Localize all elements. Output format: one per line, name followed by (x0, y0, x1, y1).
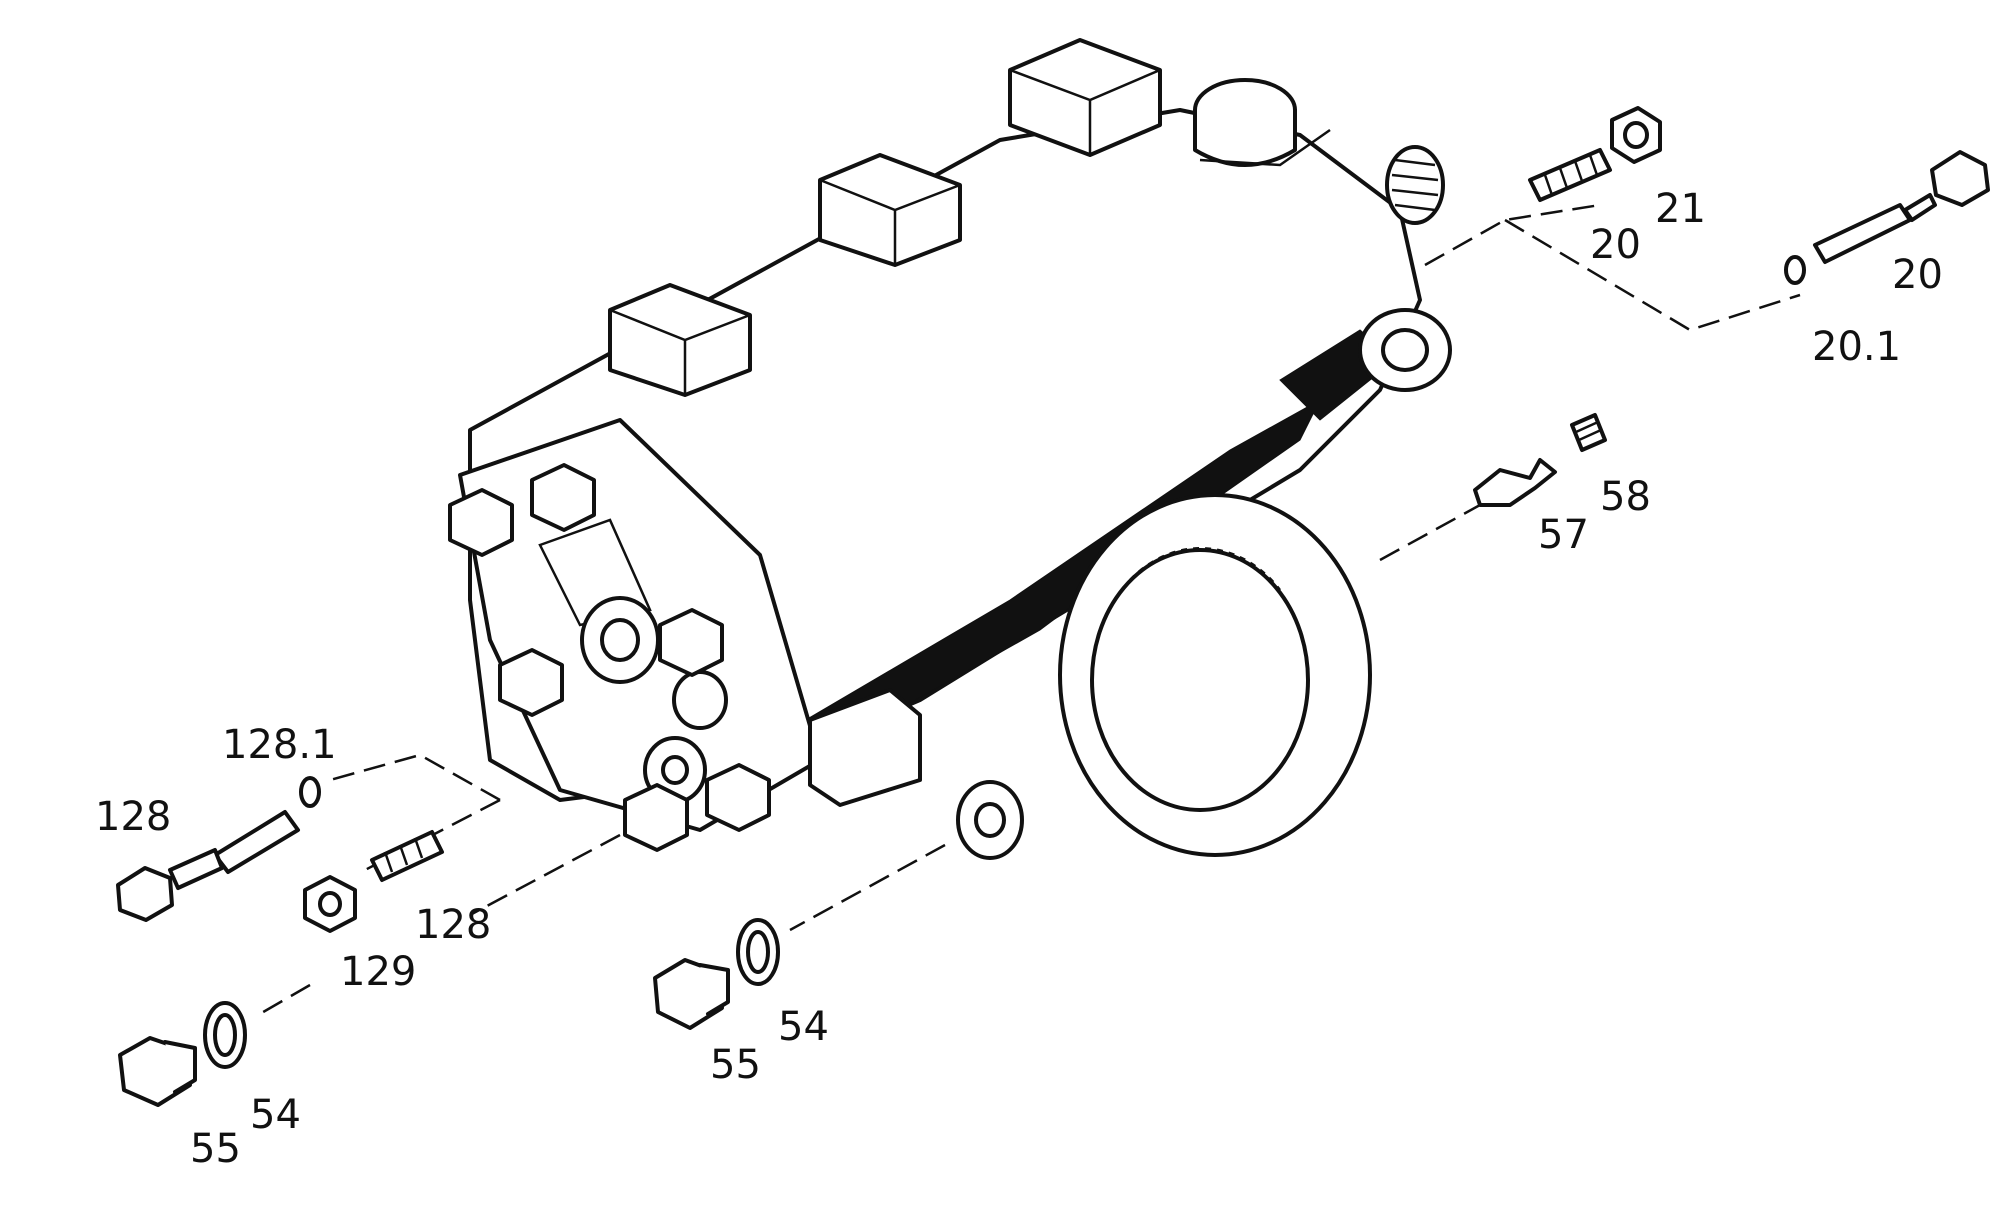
callout-129: 129 (340, 949, 416, 995)
part-oring-128-1 (299, 776, 321, 808)
callout-55-mid: 55 (710, 1042, 761, 1088)
part-grease-nipple-57 (1473, 458, 1557, 507)
callout-128-stud: 128 (415, 902, 491, 948)
callout-54-mid: 54 (778, 1004, 829, 1050)
leader-top-right (1424, 203, 1801, 332)
leader-grease-nipple (1379, 503, 1481, 562)
callout-54-left: 54 (250, 1092, 301, 1138)
leader-left-plug (257, 983, 311, 1017)
callout-58: 58 (1600, 474, 1651, 520)
callout-labels: 21 20 20 20.1 58 57 128.1 128 128 129 54… (95, 186, 1943, 1172)
mounting-eye (1358, 308, 1452, 392)
part-bolt-128 (116, 810, 300, 922)
lower-bracket (808, 688, 1024, 860)
callout-57: 57 (1538, 512, 1589, 558)
part-stud-20 (1528, 148, 1612, 202)
boss-rear-1 (1008, 38, 1162, 157)
part-seal-54-left-inner (213, 1013, 237, 1057)
steering-gear-housing (448, 38, 1452, 860)
part-stud-128 (370, 830, 444, 882)
cover-bolts (448, 463, 771, 852)
sector-shaft-flange (1058, 493, 1372, 857)
callout-20-bolt: 20 (1892, 252, 1943, 298)
part-nut-21 (1610, 106, 1662, 164)
callout-20-1: 20.1 (1812, 324, 1901, 370)
boss-rear-2 (818, 153, 962, 267)
part-nut-129 (303, 875, 357, 933)
part-cap-58 (1570, 413, 1607, 452)
top-cap (1193, 78, 1331, 167)
callout-128-bolt: 128 (95, 794, 171, 840)
part-plug-55-left (118, 1036, 197, 1107)
boss-rear-3 (608, 283, 752, 397)
leader-left-bottom (469, 833, 621, 917)
callout-128-1: 128.1 (222, 722, 337, 768)
callout-21: 21 (1655, 186, 1706, 232)
part-bolt-20 (1813, 150, 1990, 264)
part-seal-54-mid-inner (746, 930, 770, 974)
part-plug-55-mid (653, 958, 730, 1030)
side-connector (1385, 145, 1445, 225)
callout-20-stud: 20 (1590, 222, 1641, 268)
part-oring-20-1 (1784, 255, 1806, 285)
leader-mid-plug (789, 843, 946, 932)
callout-55-left: 55 (190, 1126, 241, 1172)
